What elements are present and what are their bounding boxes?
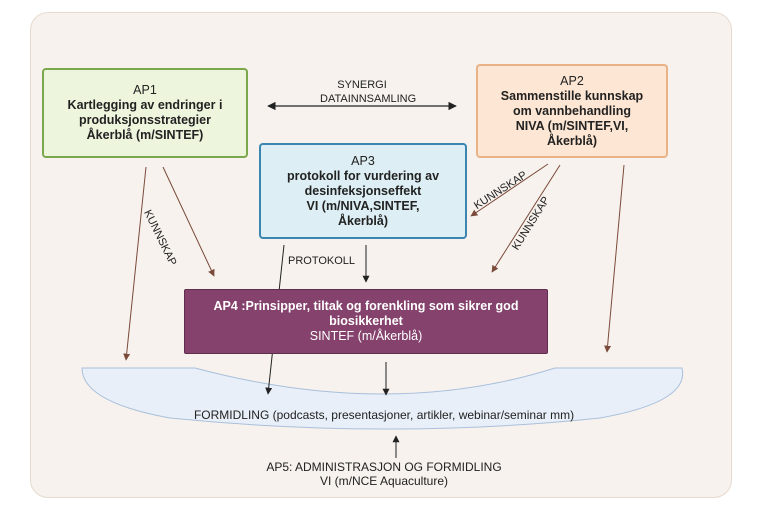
ap2-code: AP2 bbox=[560, 73, 584, 88]
ap1-box: AP1 Kartlegging av endringer i produksjo… bbox=[42, 68, 248, 158]
ap3-line: Åkerblå) bbox=[337, 213, 389, 228]
ap2-box: AP2 Sammenstille kunnskap om vannbehandl… bbox=[476, 64, 668, 158]
ap1-line: Åkerblå (m/SINTEF) bbox=[86, 128, 204, 142]
formidling-label: FORMIDLING (podcasts, presentasjoner, ar… bbox=[193, 408, 575, 422]
ap2-line: Sammenstille kunnskap bbox=[500, 88, 644, 103]
ap2-to-ap3-arrow bbox=[470, 163, 549, 217]
ap2-to-formidling-arrow bbox=[604, 164, 625, 353]
ap5-line: VI (m/NCE Aquaculture) bbox=[319, 474, 449, 488]
ap5-line: AP5: ADMINISTRASJON OG FORMIDLING bbox=[266, 460, 502, 474]
ap2-line: NIVA (m/SINTEF,VI, bbox=[515, 118, 629, 133]
synergi-label: SYNERGI DATAINNSAMLING bbox=[320, 78, 417, 106]
ap1-line: Kartlegging av endringer i bbox=[67, 98, 223, 112]
protokoll-label: PROTOKOLL bbox=[288, 255, 356, 267]
ap1-to-formidling-arrow bbox=[123, 166, 147, 361]
ap3-code: AP3 bbox=[351, 153, 375, 168]
ap3-line: protokoll for vurdering av bbox=[286, 168, 440, 183]
synergi-line: DATAINNSAMLING bbox=[320, 93, 417, 105]
ap2-line: om vannbehandling bbox=[512, 103, 632, 118]
ap1-to-ap4-arrow bbox=[162, 166, 215, 277]
ap5-label: AP5: ADMINISTRASJON OG FORMIDLING VI (m/… bbox=[0, 460, 768, 488]
ap4-title-line: biosikkerhet bbox=[329, 314, 403, 328]
ap3-line: VI (m/NIVA,SINTEF, bbox=[306, 198, 420, 213]
ap4-subtitle: SINTEF (m/Åkerblå) bbox=[309, 329, 423, 343]
ap1-line: produksjonsstrategier bbox=[79, 113, 211, 127]
ap2-to-ap4-arrow bbox=[491, 164, 561, 273]
ap3-line: desinfeksjonseffekt bbox=[304, 183, 422, 198]
ap3-box: AP3 protokoll for vurdering av desinfeks… bbox=[259, 143, 467, 239]
ap1-code: AP1 bbox=[133, 83, 157, 97]
ap4-box: AP4 :Prinsipper, tiltak og forenkling so… bbox=[184, 289, 548, 354]
ap4-title-line: AP4 :Prinsipper, tiltak og forenkling so… bbox=[213, 299, 519, 313]
ap2-line: Åkerblå) bbox=[546, 133, 598, 148]
synergi-line: SYNERGI bbox=[337, 79, 387, 91]
